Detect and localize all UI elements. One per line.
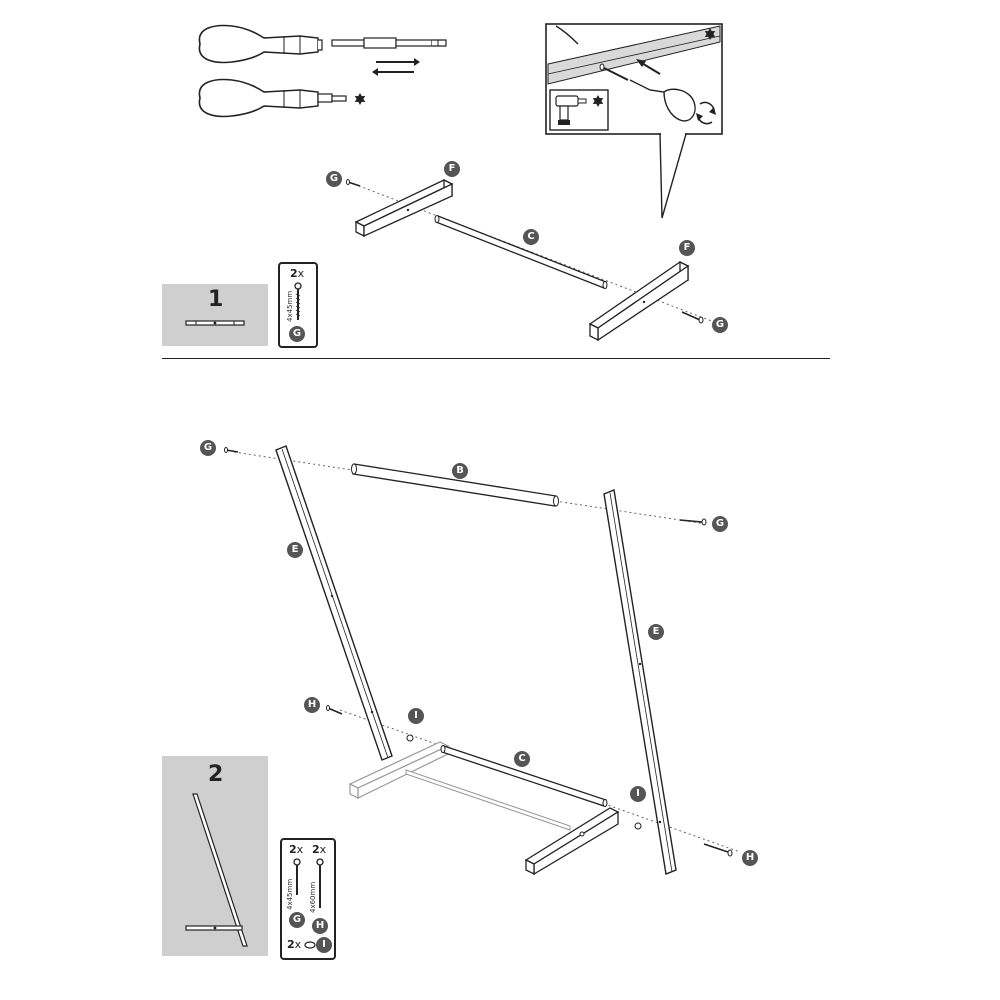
part-badge-f: F	[444, 161, 460, 177]
step-2-thumbnail: 2	[162, 756, 268, 956]
screw-G	[681, 311, 704, 324]
part-badge-g: G	[326, 171, 342, 187]
screw-H	[326, 705, 343, 715]
screwdriver-icon	[198, 24, 323, 64]
washer-I	[406, 734, 414, 742]
part-badge-c: C	[523, 229, 539, 245]
screwdriver-icon	[629, 79, 696, 122]
hardware-qty: 2x	[287, 938, 302, 951]
leg-E	[603, 489, 677, 875]
hardware-box-step-1: 2x 4x45mm G	[278, 262, 318, 348]
part-badge-g: G	[200, 440, 216, 456]
part-badge-f: F	[679, 240, 695, 256]
step-2-thumbnail-frame	[185, 793, 248, 947]
screw-G	[224, 447, 239, 453]
torx-star-icon	[354, 93, 366, 105]
part-badge-h: H	[742, 850, 758, 866]
screw-icon	[294, 282, 302, 320]
side-rail-F	[354, 178, 454, 238]
part-badge: G	[289, 326, 305, 342]
base-frame	[348, 741, 620, 876]
hardware-qty: 2x	[312, 843, 327, 856]
step-1-thumbnail: 1	[162, 284, 268, 346]
part-badge-e: E	[648, 624, 664, 640]
rotate-arrows-icon	[696, 101, 716, 125]
crossbar-B	[351, 463, 559, 507]
crossbar-C	[440, 745, 608, 807]
leg-E	[275, 445, 393, 761]
screwdriver-with-bit-icon	[198, 78, 347, 118]
part-badge-b: B	[452, 463, 468, 479]
hardware-qty: 2x	[290, 267, 305, 280]
detail-callout	[545, 23, 723, 219]
power-drill-icon	[555, 95, 587, 125]
screw-icon	[599, 63, 629, 81]
hardware-box-step-2: 2x 2x 4x45mm 4x60mm G H 2x I	[280, 838, 336, 960]
part-badge-c: C	[514, 751, 530, 767]
part-badge: I	[316, 937, 332, 953]
part-badge-i: I	[408, 708, 424, 724]
part-badge: G	[289, 912, 305, 928]
part-badge-i: I	[630, 786, 646, 802]
step-1-number: 1	[208, 287, 224, 312]
step-1-assembly	[346, 178, 715, 342]
step-2-number: 2	[208, 762, 224, 787]
part-badge-e: E	[287, 542, 303, 558]
part-badge-h: H	[304, 697, 320, 713]
step-2-assembly	[224, 445, 741, 876]
hardware-qty: 2x	[289, 843, 304, 856]
side-rail-F	[588, 260, 690, 342]
part-badge-g: G	[712, 516, 728, 532]
washer-I	[634, 822, 642, 830]
crossbar-C	[434, 215, 608, 289]
swap-arrows-icon	[372, 58, 420, 76]
section-divider	[162, 358, 830, 359]
screw-G	[346, 179, 361, 187]
screw-icon	[293, 858, 324, 949]
part-badge: H	[312, 918, 328, 934]
step-1-thumbnail-part	[185, 320, 245, 326]
screw-H	[703, 843, 733, 857]
part-badge-g: G	[712, 317, 728, 333]
screwdriver-bit-icon	[331, 37, 447, 49]
screw-G	[679, 518, 707, 526]
